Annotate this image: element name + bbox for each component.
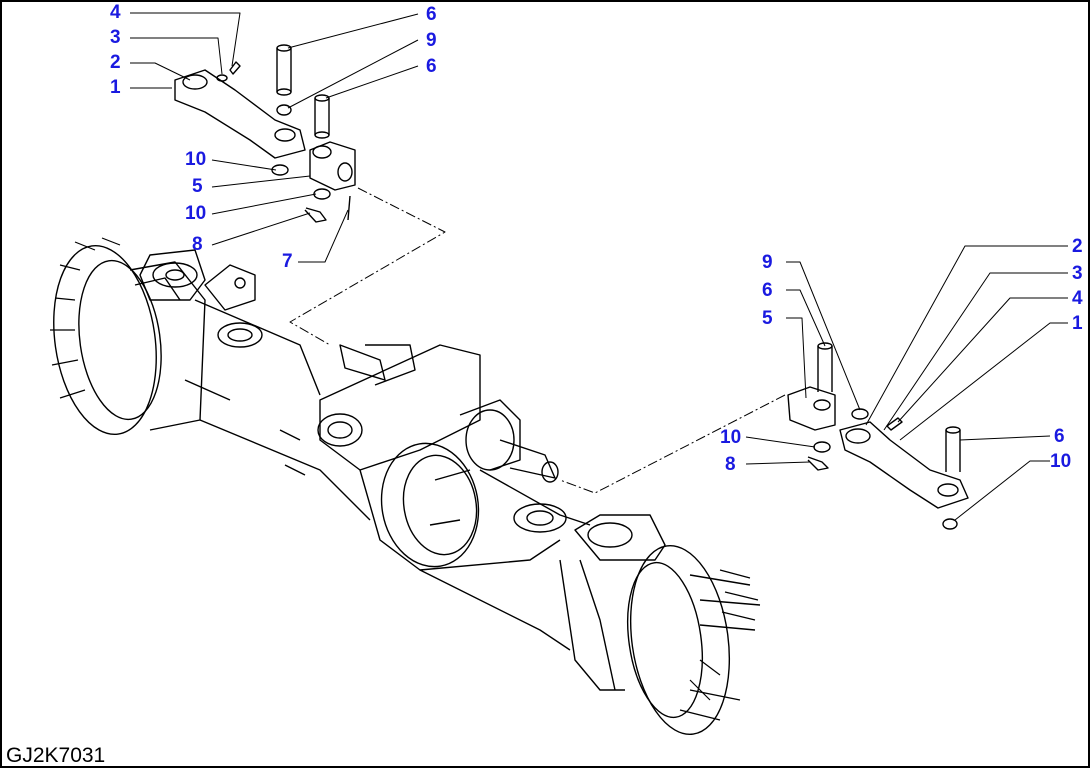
callout-4-left: 4 [110,2,121,23]
steering-linkage-right [787,342,969,530]
steering-linkage-left [174,44,356,223]
callout-8-right: 8 [725,454,736,475]
callout-5-right: 5 [762,308,773,329]
hub-studs [50,237,759,701]
callout-2-right: 2 [1072,236,1083,257]
leader-lines [130,12,1068,521]
callout-3-left: 3 [110,27,121,48]
callout-1-left: 1 [110,77,121,98]
callout-10-left-a: 10 [185,149,207,170]
callout-3-right: 3 [1072,263,1083,284]
callout-6-left-a: 6 [426,4,437,25]
callout-6-right-a: 6 [762,280,773,301]
callout-9-right: 9 [762,252,773,273]
callout-6-left-b: 6 [426,56,437,77]
callout-6-right-b: 6 [1054,426,1065,447]
callout-5-left: 5 [192,176,203,197]
callout-1-right: 1 [1072,313,1083,334]
callout-2-left: 2 [110,52,121,73]
callout-7-left: 7 [282,251,293,272]
callout-4-right: 4 [1072,288,1083,309]
callout-8-left: 8 [192,234,203,255]
callout-10-right-b: 10 [1050,451,1072,472]
axle-housing [53,244,761,736]
callout-10-right-a: 10 [720,427,742,448]
assembly-centerlines [289,187,786,494]
drawing-id: GJ2K7031 [6,744,106,767]
callout-10-left-b: 10 [185,203,207,224]
callout-9-left: 9 [426,30,437,51]
